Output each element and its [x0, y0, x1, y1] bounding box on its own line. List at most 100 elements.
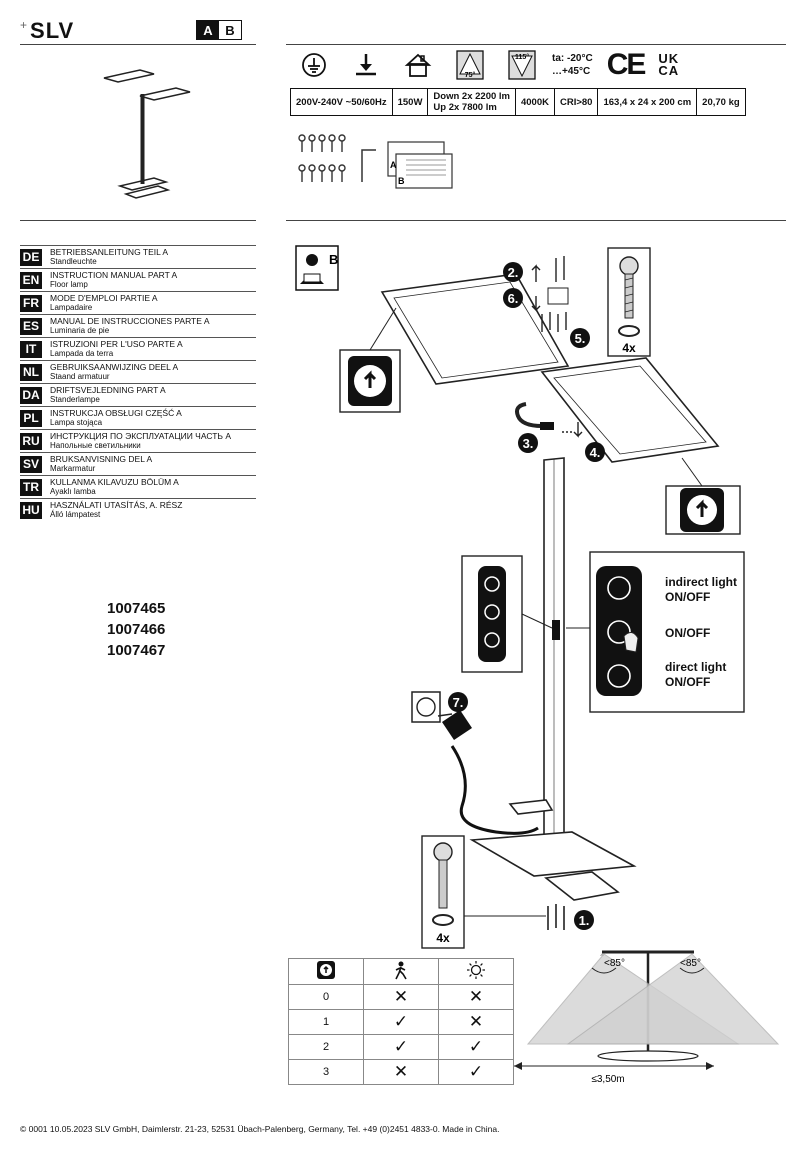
sensor-table-row: 1✓✕ — [288, 1009, 514, 1035]
ukca-bottom: CA — [658, 63, 680, 78]
lamp-base — [469, 799, 637, 901]
main-switch-label: ON/OFF — [665, 626, 711, 640]
finger-icon — [623, 632, 639, 653]
dial-header-icon — [288, 958, 364, 985]
screw-detail-top: 4x — [607, 247, 651, 357]
spec-lumen-up: Up 2x 7800 lm — [433, 102, 497, 113]
language-title: GEBRUIKSAANWIJZING DEEL A — [50, 362, 179, 372]
sensor-table-header — [288, 958, 514, 985]
indirect-light-text: indirect light — [665, 575, 737, 589]
language-title: HASZNÁLATI UTASÍTÁS, A. RÉSZ — [50, 500, 183, 510]
language-title: ISTRUZIONI PER L'USO PARTE A — [50, 339, 183, 349]
ambient-temperature: ta: -20°C …+45°C — [552, 52, 593, 78]
language-subtitle: Álló lámpatest — [50, 510, 101, 519]
badge-part-a: A — [197, 21, 219, 39]
language-title: ИНСТРУКЦИЯ ПО ЭКСПЛУАТАЦИИ ЧАСТЬ А — [50, 431, 231, 441]
package-contents: A B — [298, 134, 453, 189]
spec-cct: 4000K — [514, 88, 555, 116]
direct-light-state: ON/OFF — [665, 675, 711, 689]
step-marker: 1. — [574, 910, 594, 930]
spec-power: 150W — [391, 88, 429, 116]
language-title: MODE D'EMPLOI PARTIE A — [50, 293, 158, 303]
spec-lumen-down: Down 2x 2200 lm — [433, 91, 510, 102]
language-code: EN — [20, 271, 42, 289]
manual-part-badge: A B — [196, 20, 242, 40]
read-manual-b-icon: B — [295, 245, 339, 291]
sensor-mode-table: 0✕✕1✓✕2✓✓3✕✓ — [288, 958, 514, 1085]
power-plug-icon — [442, 710, 472, 740]
step-marker: 3. — [518, 433, 538, 453]
divider-left-top — [20, 44, 256, 45]
screw-set-icon — [298, 134, 346, 183]
lamp-thumbnail — [103, 69, 191, 199]
sensor-table-row: 2✓✓ — [288, 1034, 514, 1060]
temp-min: ta: -20°C — [552, 53, 593, 64]
language-code: FR — [20, 294, 42, 312]
sensor-table-row: 3✕✓ — [288, 1059, 514, 1085]
language-title: BRUKSANVISNING DEL A — [50, 454, 153, 464]
manual-b-label: B — [398, 176, 405, 186]
step-marker: 7. — [448, 692, 468, 712]
beam-diagram: <85° <85° ≤3,50m — [514, 950, 780, 1084]
assembly-diagram: B — [295, 245, 745, 956]
daylight-value: ✕ — [438, 1009, 514, 1035]
language-code: PL — [20, 409, 42, 427]
beam-angle-left: <85° — [604, 958, 625, 969]
control-panel-small — [461, 555, 523, 673]
sensor-dial-right — [665, 485, 741, 535]
language-title: INSTRUCTION MANUAL PART A — [50, 270, 178, 280]
temp-max: …+45°C — [552, 66, 591, 77]
language-code: RU — [20, 432, 42, 450]
base-screws — [547, 904, 565, 930]
divider-right-mid — [286, 220, 786, 221]
direct-light-label: direct light ON/OFF — [665, 660, 726, 690]
spec-cri: CRI>80 — [553, 88, 599, 116]
sensor-mode: 2 — [288, 1034, 364, 1060]
daylight-sensor-icon — [438, 958, 514, 985]
spec-dimensions: 163,4 x 24 x 200 cm — [597, 88, 698, 116]
angle-bottom-text: 75° — [465, 71, 476, 79]
step-marker: 2. — [503, 262, 523, 282]
language-code: IT — [20, 340, 42, 358]
presence-value: ✕ — [363, 1059, 439, 1085]
language-title: MANUAL DE INSTRUCCIONES PARTE A — [50, 316, 210, 326]
divider-right-top — [286, 44, 786, 45]
article-number: 1007465 — [107, 600, 166, 617]
language-title: BETRIEBSANLEITUNG TEIL A — [50, 247, 169, 257]
language-subtitle: Luminaria de pie — [50, 326, 110, 335]
language-code: SV — [20, 455, 42, 473]
head-screws — [541, 256, 567, 332]
language-subtitle: Напольные светильники — [50, 441, 141, 450]
language-subtitle: Standleuchte — [50, 257, 97, 266]
article-number: 1007467 — [107, 642, 166, 659]
cover-plate — [547, 287, 569, 305]
indoor-use-icon — [392, 48, 444, 82]
language-subtitle: Lampadaire — [50, 303, 93, 312]
language-subtitle: Lampada da terra — [50, 349, 114, 358]
step-marker: 6. — [503, 288, 523, 308]
language-subtitle: Standerlampe — [50, 395, 100, 404]
spec-weight: 20,70 kg — [696, 88, 746, 116]
detection-range: ≤3,50m — [591, 1074, 624, 1084]
step-marker: 5. — [570, 328, 590, 348]
language-code: DA — [20, 386, 42, 404]
manual-a-label: A — [390, 160, 397, 170]
surface-mount-icon — [340, 48, 392, 82]
ukca-mark: UK CA — [658, 52, 680, 78]
